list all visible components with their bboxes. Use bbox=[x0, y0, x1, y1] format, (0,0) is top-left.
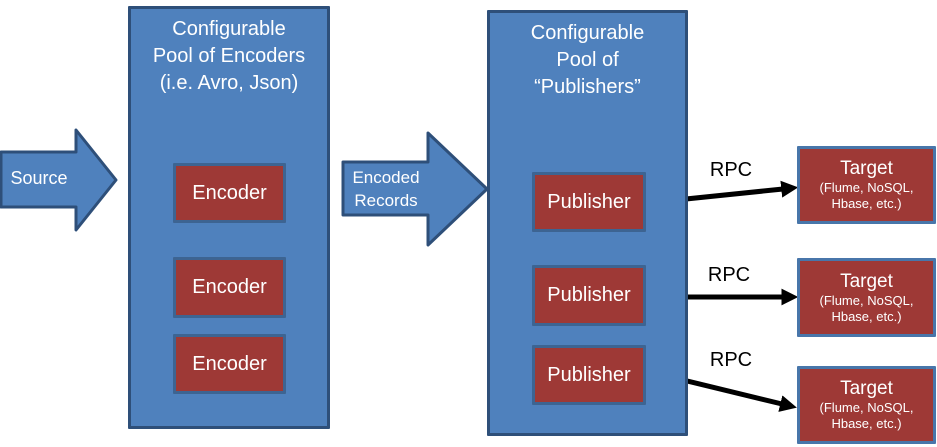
target-title: Target bbox=[840, 378, 893, 399]
publisher-pool-title-line: “Publishers” bbox=[534, 76, 641, 98]
encoded-records-label-line: Records bbox=[354, 191, 418, 210]
publisher-box-2: Publisher bbox=[532, 265, 646, 326]
source-arrow-label: Source bbox=[10, 168, 68, 188]
target-title: Target bbox=[840, 270, 893, 292]
target-subtitle: (Flume, NoSQL, Hbase, etc.) bbox=[819, 400, 914, 431]
publisher-pool-title: Configurable Pool of “Publishers” bbox=[490, 13, 685, 101]
encoder-pool-title-line: Configurable bbox=[172, 18, 286, 40]
encoder-box-1: Encoder bbox=[173, 163, 286, 223]
target-title: Target bbox=[840, 158, 893, 179]
encoder-box-2: Encoder bbox=[173, 257, 286, 318]
encoder-pool-title-line: (i.e. Avro, Json) bbox=[159, 72, 299, 94]
source-arrow-shape bbox=[0, 128, 118, 232]
rpc-label-2: RPC bbox=[707, 264, 751, 286]
encoded-records-arrow-shape bbox=[341, 131, 489, 247]
publisher-pool-title-line: Pool of bbox=[556, 49, 619, 71]
target-box-2: Target (Flume, NoSQL, Hbase, etc.) bbox=[797, 258, 936, 337]
target-box-1: Target (Flume, NoSQL, Hbase, etc.) bbox=[797, 146, 936, 224]
encoder-box-3: Encoder bbox=[173, 334, 286, 394]
publisher-box-1: Publisher bbox=[532, 172, 646, 232]
encoder-pool-title-line: Pool of Encoders bbox=[152, 45, 306, 67]
target-subtitle: (Flume, NoSQL, Hbase, etc.) bbox=[819, 292, 914, 324]
target-box-3: Target (Flume, NoSQL, Hbase, etc.) bbox=[797, 366, 936, 444]
encoder-pool-title: Configurable Pool of Encoders (i.e. Avro… bbox=[131, 9, 327, 97]
rpc-label-3: RPC bbox=[709, 349, 753, 371]
publisher-box-3: Publisher bbox=[532, 345, 646, 405]
publisher-pool-title-line: Configurable bbox=[530, 22, 645, 44]
target-subtitle: (Flume, NoSQL, Hbase, etc.) bbox=[819, 180, 914, 211]
rpc-label-1: RPC bbox=[709, 159, 753, 181]
encoded-records-label: Encoded Records bbox=[344, 166, 428, 212]
encoded-records-label-line: Encoded bbox=[352, 168, 420, 187]
